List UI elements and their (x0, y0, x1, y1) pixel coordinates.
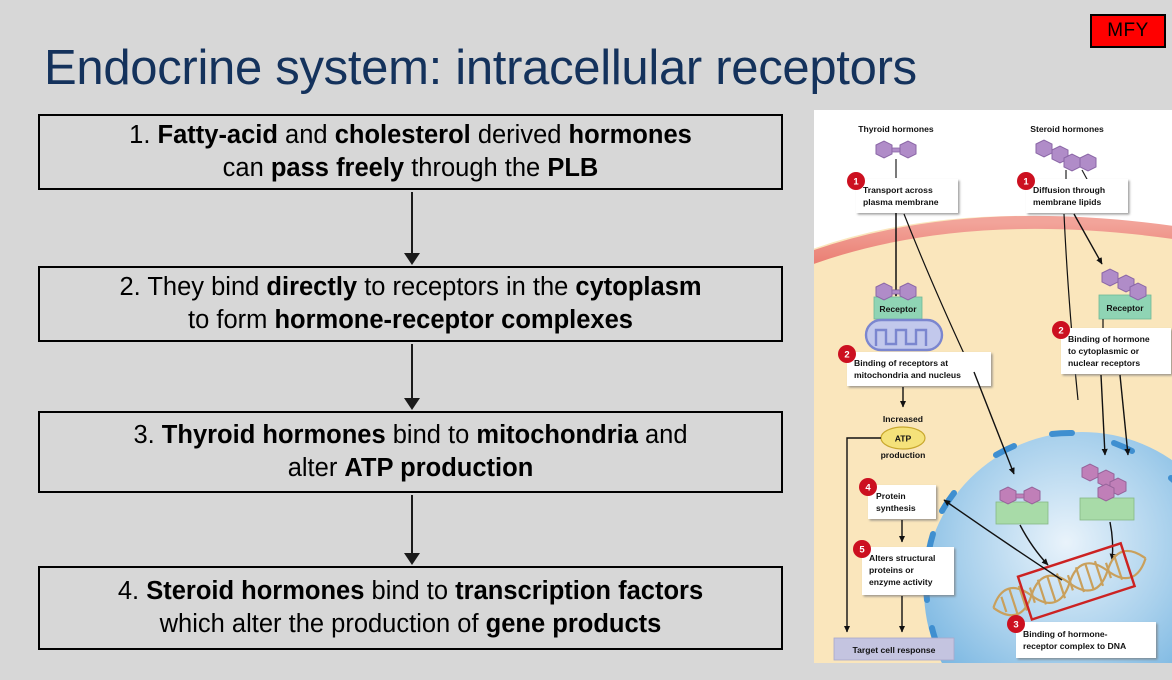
step-box-2: 2. They bind directly to receptors in th… (38, 266, 783, 342)
nuclear-thyroid-complex (995, 486, 1049, 525)
receptor-right-complex: Receptor (1098, 268, 1152, 320)
dna-helix (992, 541, 1147, 622)
svg-text:plasma membrane: plasma membrane (863, 197, 939, 207)
label-production: production (881, 450, 926, 460)
svg-text:Diffusion through: Diffusion through (1033, 185, 1105, 195)
arrow-step3-to-step4 (404, 495, 420, 565)
svg-text:Binding of receptors at: Binding of receptors at (854, 358, 948, 368)
page-title: Endocrine system: intracellular receptor… (44, 41, 917, 95)
step-2-line-1: 2. They bind directly to receptors in th… (119, 273, 702, 301)
step-4-line-1: 4. Steroid hormones bind to transcriptio… (117, 577, 704, 605)
step-4-line-2: which alter the production of gene produ… (159, 610, 662, 638)
svg-text:4: 4 (865, 483, 871, 494)
step-3-line-2: alter ATP production (287, 454, 534, 482)
label-target-cell-response: Target cell response (853, 645, 936, 655)
atp-badge: ATP (880, 426, 926, 450)
callout-2-binding-hormone: Binding of hormone to cytoplasmic or nuc… (1052, 321, 1171, 374)
svg-text:membrane lipids: membrane lipids (1033, 197, 1102, 207)
label-steroid-hormones: Steroid hormones (1030, 124, 1104, 134)
step-3-line-1: 3. Thyroid hormones bind to mitochondria… (133, 421, 688, 449)
step-1-line-2: can pass freely through the PLB (222, 154, 599, 182)
label-atp: ATP (895, 434, 912, 444)
svg-text:nuclear receptors: nuclear receptors (1068, 358, 1140, 368)
svg-text:proteins or: proteins or (869, 565, 915, 575)
svg-text:Protein: Protein (876, 491, 906, 501)
steroid-hormone-molecule-top (1035, 139, 1097, 172)
label-receptor-right: Receptor (1106, 303, 1144, 313)
nuclear-steroid-complex (1079, 463, 1135, 521)
mfy-badge: MFY (1090, 14, 1166, 48)
arrow-step2-to-step3 (404, 344, 420, 410)
receptor-left-complex: Receptor (873, 282, 923, 320)
step-box-1: 1. Fatty-acid and cholesterol derived ho… (38, 114, 783, 190)
mitochondria (864, 318, 944, 352)
svg-text:Alters structural: Alters structural (869, 553, 935, 563)
svg-text:receptor complex to DNA: receptor complex to DNA (1023, 641, 1126, 651)
callout-2-binding-receptors: Binding of receptors at mitochondria and… (838, 345, 991, 386)
step-2-line-2: to form hormone-receptor complexes (188, 306, 633, 334)
svg-text:5: 5 (859, 545, 865, 556)
arrow-step1-to-step2 (404, 192, 420, 265)
callout-4-protein-synthesis: Protein synthesis 4 (859, 478, 936, 519)
label-increased: Increased (883, 414, 923, 424)
svg-text:Binding of hormone: Binding of hormone (1068, 334, 1150, 344)
svg-text:3: 3 (1013, 620, 1018, 631)
svg-text:mitochondria and nucleus: mitochondria and nucleus (854, 370, 961, 380)
step-box-3: 3. Thyroid hormones bind to mitochondria… (38, 411, 783, 493)
svg-text:Binding of hormone-: Binding of hormone- (1023, 629, 1108, 639)
callout-1-diffusion: Diffusion through membrane lipids 1 (1017, 172, 1128, 213)
target-cell-response-box: Target cell response (833, 637, 955, 661)
label-receptor-left: Receptor (879, 304, 917, 314)
svg-text:Transport across: Transport across (863, 185, 933, 195)
svg-text:1: 1 (1023, 177, 1029, 188)
svg-text:2: 2 (844, 350, 849, 361)
step-1-line-1: 1. Fatty-acid and cholesterol derived ho… (129, 121, 692, 149)
label-thyroid-hormones: Thyroid hormones (858, 124, 934, 134)
svg-text:enzyme activity: enzyme activity (869, 577, 933, 587)
svg-text:to cytoplasmic or: to cytoplasmic or (1068, 346, 1140, 356)
intracellular-receptor-diagram: Thyroid hormones Steroid hormones Transp… (814, 110, 1172, 663)
callout-1-transport: Transport across plasma membrane 1 (847, 172, 958, 213)
svg-text:synthesis: synthesis (876, 503, 916, 513)
thyroid-hormone-molecule-top (875, 140, 917, 159)
callout-5-alters-structural: Alters structural proteins or enzyme act… (853, 540, 954, 595)
svg-text:1: 1 (853, 177, 859, 188)
mfy-badge-label: MFY (1107, 20, 1149, 41)
step-box-4: 4. Steroid hormones bind to transcriptio… (38, 566, 783, 650)
svg-text:2: 2 (1058, 326, 1063, 337)
callout-3-binding-dna: Binding of hormone- receptor complex to … (1007, 615, 1156, 658)
